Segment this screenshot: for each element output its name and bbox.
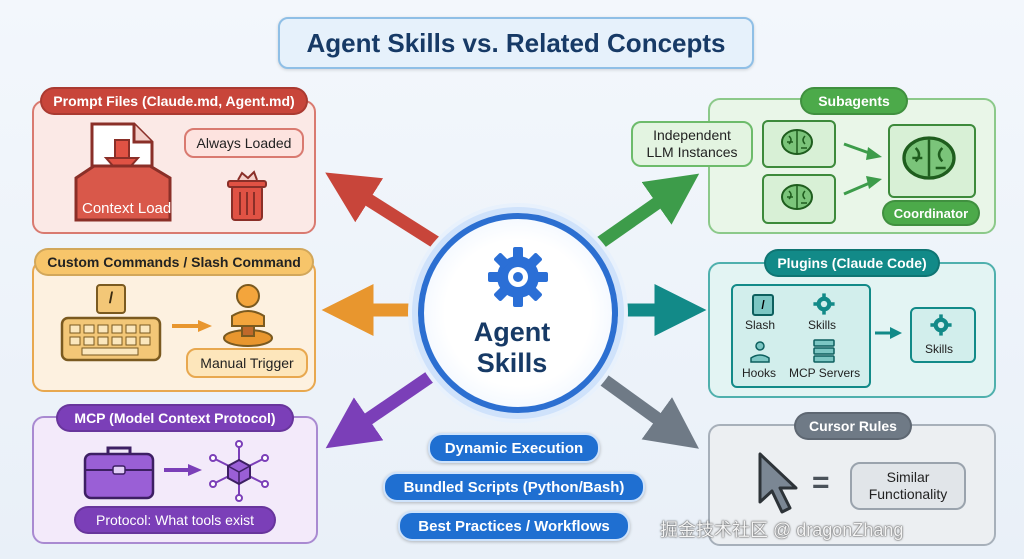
toolbox-icon xyxy=(83,446,155,500)
similar-functionality-label: Similar Functionality xyxy=(868,469,948,502)
feature-bundled-scripts: Bundled Scripts (Python/Bash) xyxy=(383,472,645,502)
arrow-to-subagents xyxy=(586,173,700,256)
server-stack-icon xyxy=(813,339,835,363)
watermark: 掘金技术社区 @ dragonZhang xyxy=(660,520,904,540)
arrow-right-icon xyxy=(172,320,212,332)
brain-icon xyxy=(781,129,813,155)
arrow-to-cursor-rules xyxy=(586,364,699,449)
plugins-skills-box xyxy=(910,307,976,363)
feature-best-practices: Best Practices / Workflows xyxy=(398,511,630,541)
subagents-header: Subagents xyxy=(800,87,908,115)
independent-llm-tag: Independent LLM Instances xyxy=(631,121,753,167)
cursor-rules-header: Cursor Rules xyxy=(794,412,912,440)
plugins-result-label: Skills xyxy=(925,342,954,356)
protocol-tag: Protocol: What tools exist xyxy=(74,506,276,534)
similar-functionality-tag: Similar Functionality xyxy=(850,462,966,510)
gear-icon xyxy=(488,247,548,307)
plugin-item-skills: Skills xyxy=(808,318,837,332)
arrow-to-mcp xyxy=(325,364,444,449)
coordinator-label: Coordinator xyxy=(882,200,980,226)
plugin-item-hooks: Hooks xyxy=(742,366,777,380)
gear-icon xyxy=(930,314,952,336)
plugin-item-slash: Slash xyxy=(745,318,776,332)
slash-icon: / xyxy=(752,294,774,316)
document-download-icon xyxy=(74,122,172,222)
title-box: Agent Skills vs. Related Concepts xyxy=(278,17,754,69)
always-loaded-tag: Always Loaded xyxy=(184,128,304,158)
cursor-arrow-icon xyxy=(758,452,798,514)
manual-trigger-tag: Manual Trigger xyxy=(186,348,308,378)
hook-hand-icon xyxy=(750,341,770,363)
mcp-header: MCP (Model Context Protocol) xyxy=(56,404,294,432)
brain-icon xyxy=(781,184,813,210)
brain-icon xyxy=(902,136,956,180)
plugin-item-mcp-servers: MCP Servers xyxy=(789,366,861,380)
arrow-right-icon xyxy=(164,464,202,476)
custom-commands-header: Custom Commands / Slash Command xyxy=(34,248,314,276)
center-line-2: Skills xyxy=(476,348,548,378)
independent-llm-label: Independent LLM Instances xyxy=(646,127,738,160)
keyboard-icon xyxy=(60,316,162,362)
plugins-header: Plugins (Claude Code) xyxy=(764,249,940,277)
arrow-right-icon xyxy=(875,327,902,339)
arrow-to-prompt-files xyxy=(325,172,444,251)
context-load-label: Context Load xyxy=(82,200,172,217)
equals-sign: = xyxy=(812,466,830,499)
slash-key-icon: / xyxy=(96,284,126,314)
trash-icon xyxy=(227,170,267,221)
network-cube-icon xyxy=(209,440,269,502)
center-line-1: Agent xyxy=(473,317,551,347)
converge-arrows xyxy=(843,142,882,196)
slash-key-label: / xyxy=(108,290,114,307)
hand-press-button-icon xyxy=(223,284,273,347)
feature-dynamic-execution: Dynamic Execution xyxy=(428,433,600,463)
gear-icon xyxy=(813,293,835,315)
prompt-files-header: Prompt Files (Claude.md, Agent.md) xyxy=(40,87,308,115)
page-title: Agent Skills vs. Related Concepts xyxy=(306,27,726,58)
center-agent-skills: Agent Skills xyxy=(418,213,618,413)
